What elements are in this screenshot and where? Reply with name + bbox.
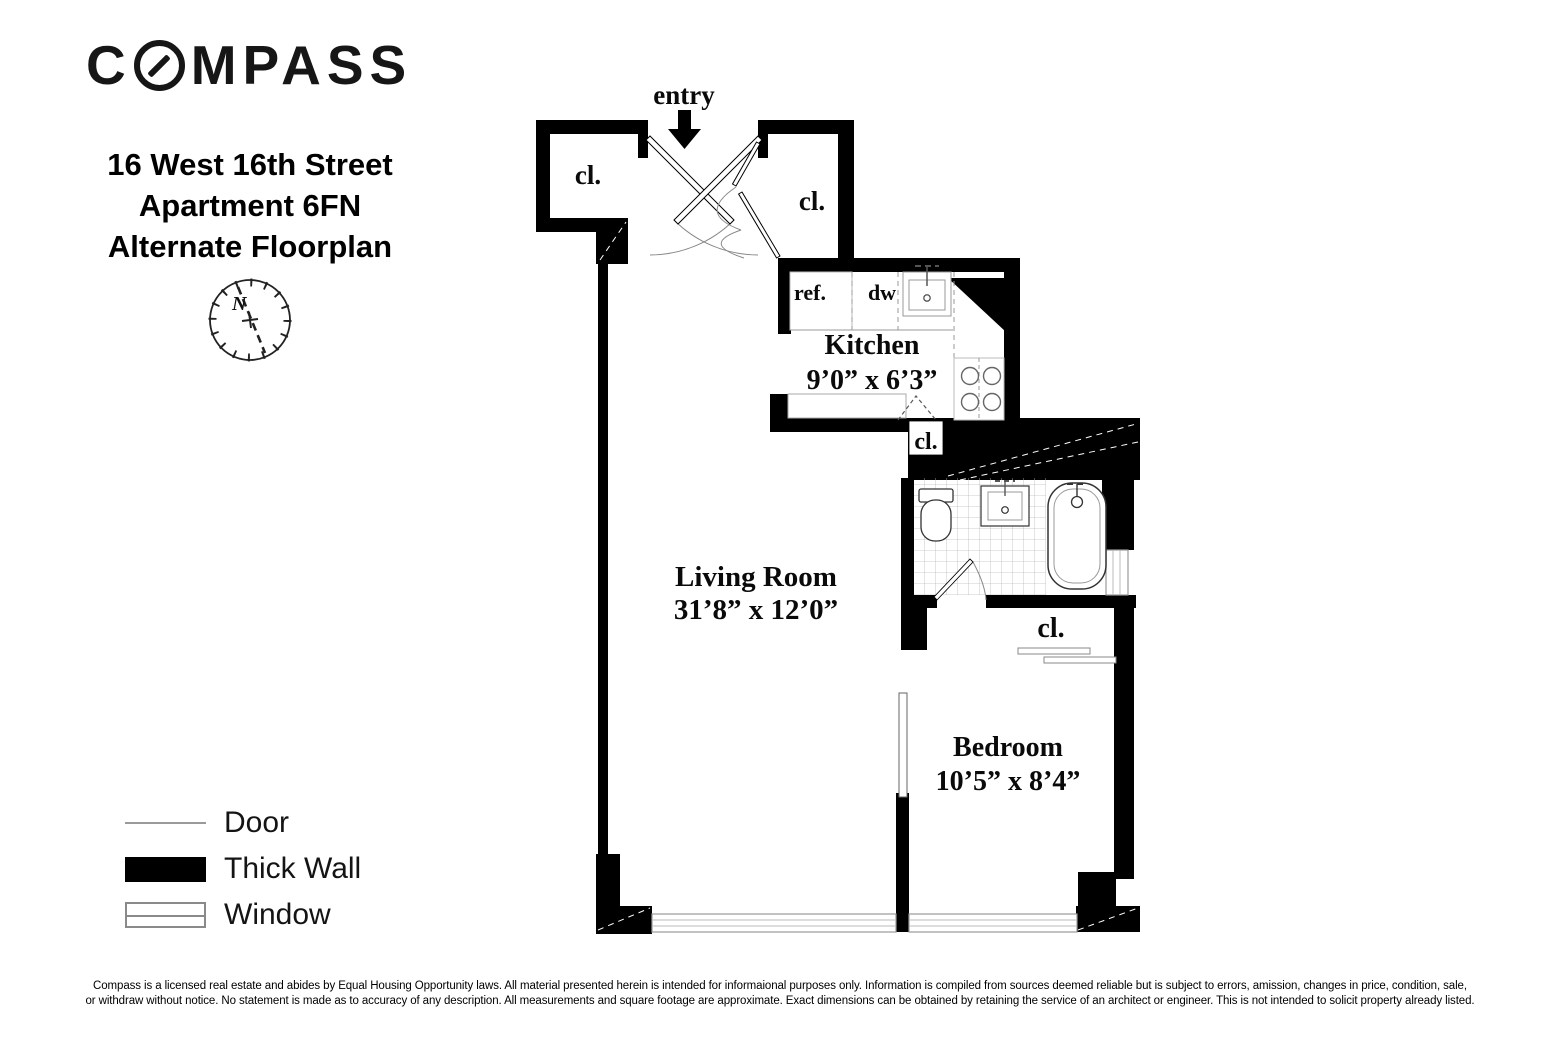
refrigerator-fixture xyxy=(789,271,853,331)
living-room-window xyxy=(651,913,897,933)
entry-door-leaf-right xyxy=(673,135,763,225)
living-room-label: Living Room xyxy=(675,561,837,593)
north-label: N xyxy=(231,293,248,315)
closet-door-leaf-upper xyxy=(731,141,761,187)
bedroom-closet-doors xyxy=(1017,647,1117,664)
kitchen-fittings xyxy=(787,265,1005,456)
entry-label: entry xyxy=(653,80,715,110)
window-symbol xyxy=(125,902,206,928)
rose-ticks xyxy=(208,278,292,362)
compass-needle-icon xyxy=(133,40,185,91)
bedroom-window xyxy=(908,913,1078,933)
legend-row-window: Window xyxy=(125,892,361,938)
windows xyxy=(651,549,1129,933)
disclaimer-line-2: or withdraw without notice. No statement… xyxy=(85,995,1475,1007)
legend: Door Thick Wall Window xyxy=(125,800,361,938)
refrigerator-label: ref. xyxy=(794,280,826,305)
kitchen-room-dims: 9’0” x 6’3” xyxy=(807,365,938,396)
floorplan-variant-line: Alternate Floorplan xyxy=(107,229,393,264)
legend-window-label: Window xyxy=(224,898,331,931)
compass-rose-icon: N xyxy=(208,278,292,362)
bedroom-dims: 10’5” x 8’4” xyxy=(936,766,1081,797)
thick-wall-symbol xyxy=(125,856,206,882)
closet-label-kitchen: cl. xyxy=(914,429,937,455)
living-room-dims: 31’8” x 12’0” xyxy=(674,594,838,626)
entry-arrow-icon xyxy=(668,110,701,149)
floorplan-drawing: entry cl. cl. cl. cl. ref. dw Kitchen 9’… xyxy=(536,80,1140,934)
legend-door-label: Door xyxy=(224,806,290,839)
door-symbol xyxy=(125,822,206,824)
compass-logo: C MPASS xyxy=(86,38,412,93)
north-needle xyxy=(236,286,267,354)
entry-doors xyxy=(645,135,781,259)
bathroom xyxy=(914,478,1107,601)
closet-label-entry-right: cl. xyxy=(799,186,825,216)
legend-thick-wall-label: Thick Wall xyxy=(224,852,362,885)
toilet-fixture xyxy=(920,499,952,542)
kitchen-room-label: Kitchen xyxy=(825,330,920,361)
apartment-line: Apartment 6FN xyxy=(138,188,362,223)
legend-row-door: Door xyxy=(125,800,361,846)
dishwasher-label: dw xyxy=(868,280,896,305)
bedroom-pocket-door xyxy=(898,692,908,798)
address-line: 16 West 16th Street xyxy=(107,147,393,182)
legend-row-thick-wall: Thick Wall xyxy=(125,846,361,892)
kitchen-closet-door xyxy=(897,395,937,421)
thick-walls xyxy=(536,120,1140,934)
disclaimer-line-1: Compass is a licensed real estate and ab… xyxy=(93,980,1467,992)
kitchen-closet-box xyxy=(908,420,944,456)
bedroom-label: Bedroom xyxy=(953,732,1063,763)
closet-door-leaf-lower xyxy=(737,191,781,259)
kitchen-counter xyxy=(787,393,907,419)
wall-hatch-lines xyxy=(597,221,1139,931)
logo-text-mpass: MPASS xyxy=(190,34,413,96)
logo-text-c: C xyxy=(86,34,132,96)
bathroom-door-leaf xyxy=(933,558,974,601)
listing-title: 16 West 16th Street Apartment 6FN Altern… xyxy=(55,144,445,267)
bathroom-window xyxy=(1105,549,1129,596)
closet-label-entry-left: cl. xyxy=(575,160,601,190)
closet-label-bedroom: cl. xyxy=(1037,613,1064,644)
disclaimer: Compass is a licensed real estate and ab… xyxy=(20,979,1540,1009)
